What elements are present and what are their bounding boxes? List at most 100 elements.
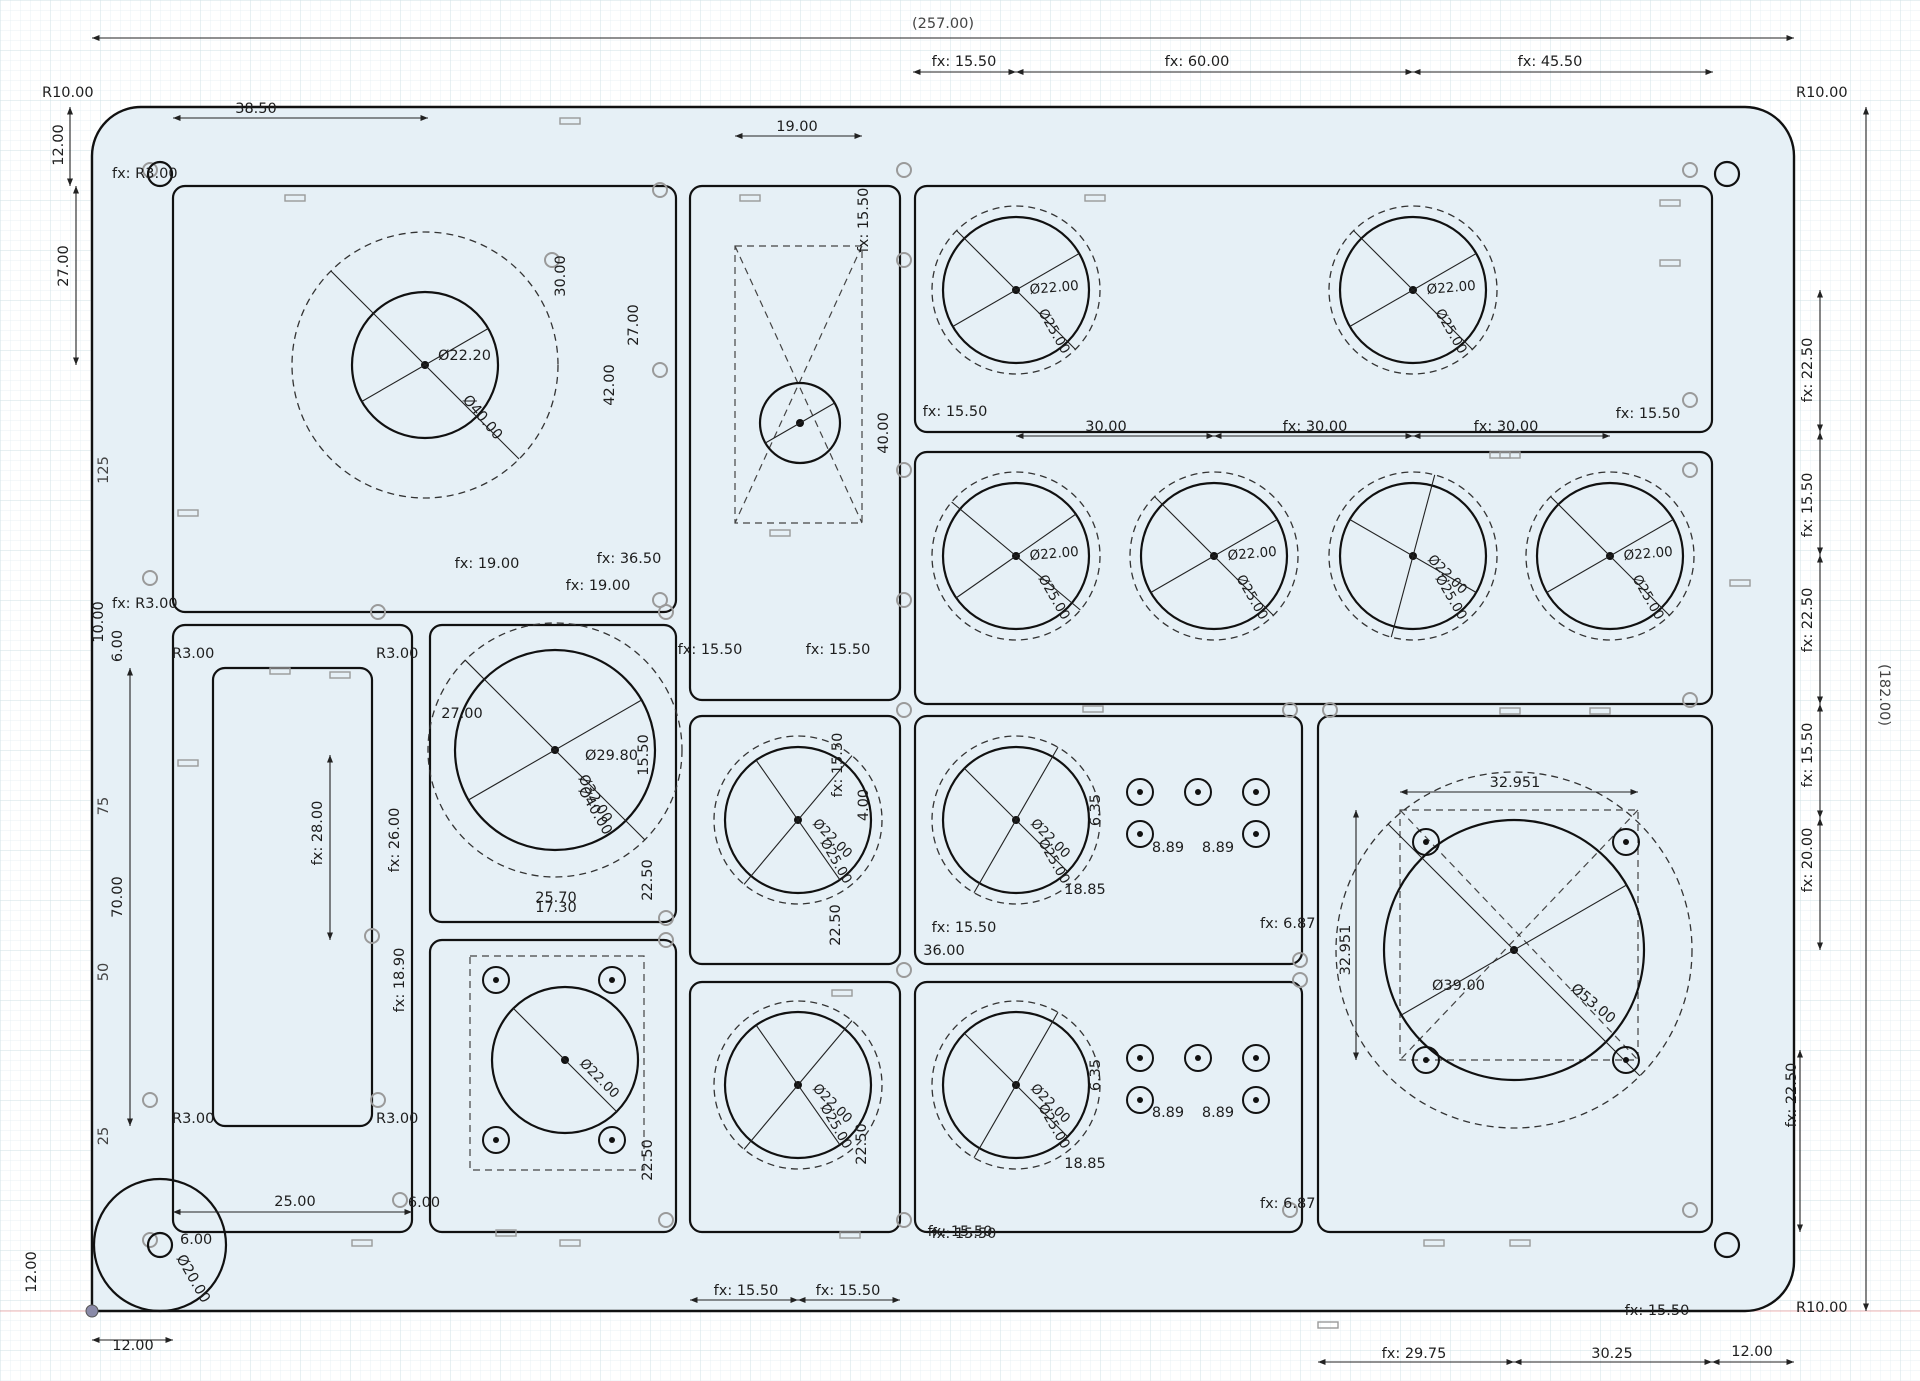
- hole-mid-1[interactable]: [723, 745, 873, 895]
- dim-6-label[interactable]: 6.00: [110, 630, 126, 662]
- fx-15-50-c-label[interactable]: fx: 15.50: [923, 404, 988, 420]
- left-25-label[interactable]: 25: [96, 1127, 112, 1145]
- hole-row-4[interactable]: [1535, 481, 1685, 631]
- fix-constraint-icon[interactable]: [1282, 1202, 1298, 1218]
- big-screw-1[interactable]: [1412, 828, 1440, 856]
- origin-icon[interactable]: [85, 1304, 99, 1318]
- r3-c-label[interactable]: R3.00: [172, 1111, 214, 1127]
- dim-22-50-b-label[interactable]: 22.50: [640, 1139, 656, 1181]
- dim-30-25-label[interactable]: 30.25: [1591, 1346, 1633, 1362]
- horizontal-constraint-icon[interactable]: [1659, 259, 1681, 267]
- r3-d-label[interactable]: R3.00: [376, 1111, 418, 1127]
- fx-30-a-label[interactable]: fx: 30.00: [1283, 419, 1348, 435]
- led-hole-1[interactable]: [1126, 778, 1154, 806]
- joy-screw-1[interactable]: [482, 966, 510, 994]
- fx-29-75-label[interactable]: fx: 29.75: [1382, 1346, 1447, 1362]
- fx-15-50-bottom-b-label[interactable]: fx: 15.50: [816, 1283, 881, 1299]
- plate-outline[interactable]: [90, 105, 1796, 1313]
- dim-40-label[interactable]: 40.00: [876, 412, 892, 454]
- fx-30-b-label[interactable]: fx: 30.00: [1474, 419, 1539, 435]
- fix-constraint-icon[interactable]: [896, 702, 912, 718]
- fix-constraint-icon[interactable]: [658, 932, 674, 948]
- horizontal-constraint-icon[interactable]: [559, 117, 581, 125]
- led-hole-10[interactable]: [1242, 1086, 1270, 1114]
- fix-constraint-icon[interactable]: [896, 1212, 912, 1228]
- dim-25-70-label[interactable]: 25.70: [535, 890, 577, 906]
- dim-27-c-label[interactable]: 27.00: [441, 706, 483, 722]
- left-50-label[interactable]: 50: [96, 963, 112, 981]
- horizontal-constraint-icon[interactable]: [1729, 579, 1751, 587]
- fx-15-50-mid-c-label[interactable]: fx: 15.50: [830, 733, 846, 798]
- panel-top-right[interactable]: [913, 184, 1714, 434]
- panel-inner-rect[interactable]: [211, 666, 374, 1128]
- fix-constraint-icon[interactable]: [142, 162, 158, 178]
- radius-tr-label[interactable]: R10.00: [1796, 85, 1848, 101]
- dim-6-bottom-label[interactable]: 6.00: [408, 1195, 440, 1211]
- fx-r3-mid-label[interactable]: fx: R3.00: [112, 596, 178, 612]
- horizontal-constraint-icon[interactable]: [769, 529, 791, 537]
- dim-4-label[interactable]: 4.00: [856, 789, 872, 821]
- dia-39-label[interactable]: Ø39.00: [1432, 978, 1485, 994]
- fx-20-right-label[interactable]: fx: 20.00: [1800, 828, 1816, 893]
- panel-mid-1[interactable]: [688, 714, 902, 966]
- fix-constraint-icon[interactable]: [1292, 952, 1308, 968]
- hole-mid-4[interactable]: [941, 1010, 1091, 1160]
- fix-constraint-icon[interactable]: [658, 910, 674, 926]
- dim-30-label[interactable]: 30.00: [553, 255, 569, 297]
- fix-constraint-icon[interactable]: [1682, 1202, 1698, 1218]
- fx-15-50-vert-label[interactable]: fx: 15.50: [856, 188, 872, 253]
- led-hole-9[interactable]: [1126, 1086, 1154, 1114]
- fx-15-50-right-1-label[interactable]: fx: 15.50: [1800, 473, 1816, 538]
- fx-19-b-label[interactable]: fx: 19.00: [566, 578, 631, 594]
- fix-constraint-icon[interactable]: [142, 1232, 158, 1248]
- horizontal-constraint-icon[interactable]: [1084, 194, 1106, 202]
- hole-big-right[interactable]: [1382, 818, 1646, 1082]
- dim-36-label[interactable]: 36.00: [923, 943, 965, 959]
- fix-constraint-icon[interactable]: [142, 1092, 158, 1108]
- r3-b-label[interactable]: R3.00: [376, 646, 418, 662]
- panel-joystick[interactable]: [428, 938, 678, 1234]
- hole-row-1-diameter-label[interactable]: Ø22.00: [1029, 544, 1079, 564]
- overall-width-label[interactable]: (257.00): [912, 16, 974, 32]
- panel-right-big[interactable]: [1316, 714, 1714, 1234]
- fix-constraint-icon[interactable]: [1292, 972, 1308, 988]
- radius-tl-label[interactable]: R10.00: [42, 85, 94, 101]
- hole-big-top-left[interactable]: [350, 290, 500, 440]
- dim-38-50-label[interactable]: 38.50: [235, 101, 277, 117]
- horizontal-constraint-icon[interactable]: [559, 1239, 581, 1247]
- fix-constraint-icon[interactable]: [896, 462, 912, 478]
- joy-screw-3[interactable]: [482, 1126, 510, 1154]
- panel-mid-4[interactable]: [913, 980, 1304, 1234]
- radius-br-label[interactable]: R10.00: [1796, 1300, 1848, 1316]
- dim-8-89-d-label[interactable]: 8.89: [1202, 1105, 1234, 1121]
- left-75-label[interactable]: 75: [96, 797, 112, 815]
- fix-constraint-icon[interactable]: [370, 1092, 386, 1108]
- horizontal-constraint-icon[interactable]: [177, 759, 199, 767]
- horizontal-constraint-icon[interactable]: [739, 194, 761, 202]
- dim-15-50-v-label[interactable]: 15.50: [636, 734, 652, 776]
- r3-a-label[interactable]: R3.00: [172, 646, 214, 662]
- led-hole-7[interactable]: [1184, 1044, 1212, 1072]
- fix-constraint-icon[interactable]: [1682, 692, 1698, 708]
- bottom-left-12-label[interactable]: 12.00: [112, 1338, 154, 1354]
- dim-32-951-h-label[interactable]: 32.951: [1490, 775, 1541, 791]
- horizontal-constraint-icon[interactable]: [1317, 1321, 1339, 1329]
- horizontal-constraint-icon[interactable]: [284, 194, 306, 202]
- big-screw-2[interactable]: [1612, 828, 1640, 856]
- dim-22-50-d-label[interactable]: 22.50: [854, 1123, 870, 1165]
- left-125-label[interactable]: 125: [96, 456, 112, 484]
- fx-15-50-bottom-d-label[interactable]: fx: 15.50: [1625, 1303, 1690, 1319]
- fx-15-50-mid-b-label[interactable]: fx: 15.50: [932, 1226, 997, 1242]
- left-70-label[interactable]: 70.00: [110, 876, 126, 918]
- dim-27b-label[interactable]: 27.00: [626, 304, 642, 346]
- panel-mid-2[interactable]: [913, 714, 1304, 966]
- horizontal-constraint-icon[interactable]: [1423, 1239, 1445, 1247]
- hole-row-4-diameter-label[interactable]: Ø22.00: [1623, 544, 1673, 564]
- horizontal-constraint-icon[interactable]: [1589, 707, 1611, 715]
- fix-constraint-icon[interactable]: [658, 1212, 674, 1228]
- dia-29-80-label[interactable]: Ø29.80: [585, 748, 638, 764]
- top-dim-1-label[interactable]: fx: 15.50: [932, 54, 997, 70]
- dim-6-35-a-label[interactable]: 6.35: [1088, 794, 1104, 826]
- led-hole-4[interactable]: [1126, 820, 1154, 848]
